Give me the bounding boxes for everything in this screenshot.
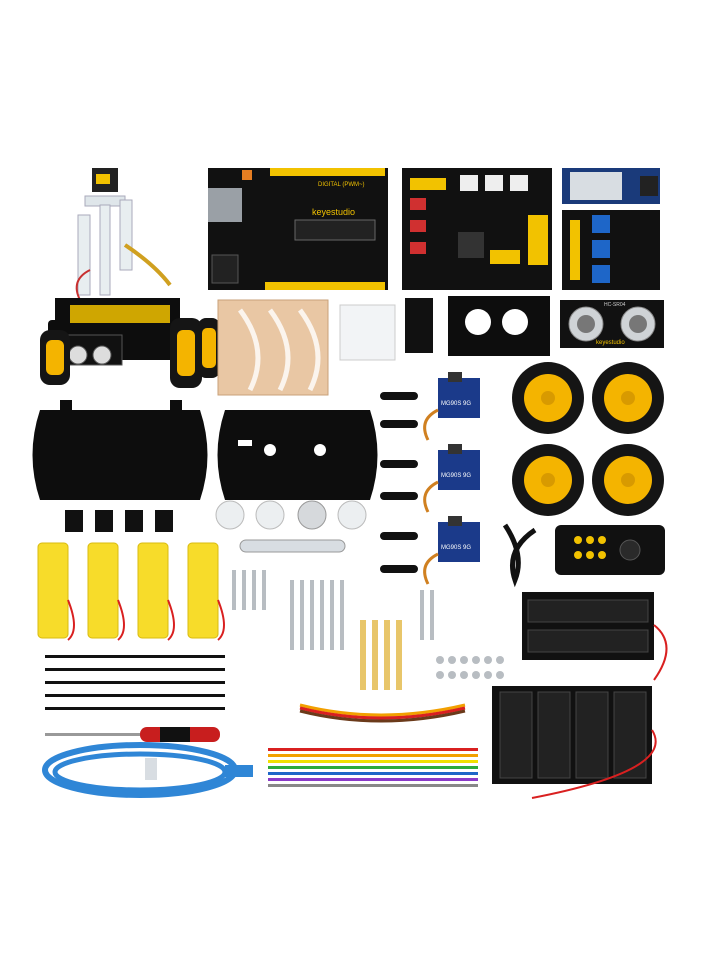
wheel-icon <box>512 362 664 516</box>
hardware-misc <box>215 500 367 553</box>
chassis-plates <box>32 400 378 500</box>
servo-label-2: MG90S 9G <box>441 473 471 479</box>
servo-icon: MG90S 9G MG90S 9G MG90S 9G <box>423 372 480 585</box>
gear-motor-icon <box>37 542 225 641</box>
mainboard-icon: keyestudio DIGITAL (PWM~) <box>208 168 388 290</box>
robot-car-icon <box>40 168 220 388</box>
battery-holder-icon <box>492 592 668 799</box>
cable-ties <box>45 655 225 710</box>
jumper-wires <box>268 703 478 787</box>
brackets <box>65 510 173 532</box>
bluetooth-module-icon <box>562 168 660 204</box>
usb-cable-icon <box>42 742 253 798</box>
acrylic-parts <box>217 296 550 396</box>
servo-label-1: MG90S 9G <box>441 401 471 407</box>
ultrasonic-model-label: HC-SR04 <box>604 302 626 308</box>
ultrasonic-sensor-icon: keyestudio HC-SR04 <box>560 300 664 348</box>
uno-brand-label: keyestudio <box>312 207 355 217</box>
screws-and-standoffs <box>232 570 504 690</box>
screwdriver-icon <box>45 727 220 742</box>
ir-remote-icon <box>502 523 665 588</box>
uno-digital-label: DIGITAL (PWM~) <box>318 182 365 188</box>
motor-shield-icon <box>402 168 552 290</box>
servo-label-3: MG90S 9G <box>441 545 471 551</box>
ultrasonic-brand-label: keyestudio <box>596 340 625 346</box>
line-tracking-icon <box>562 210 660 290</box>
servo-horns <box>380 392 418 573</box>
